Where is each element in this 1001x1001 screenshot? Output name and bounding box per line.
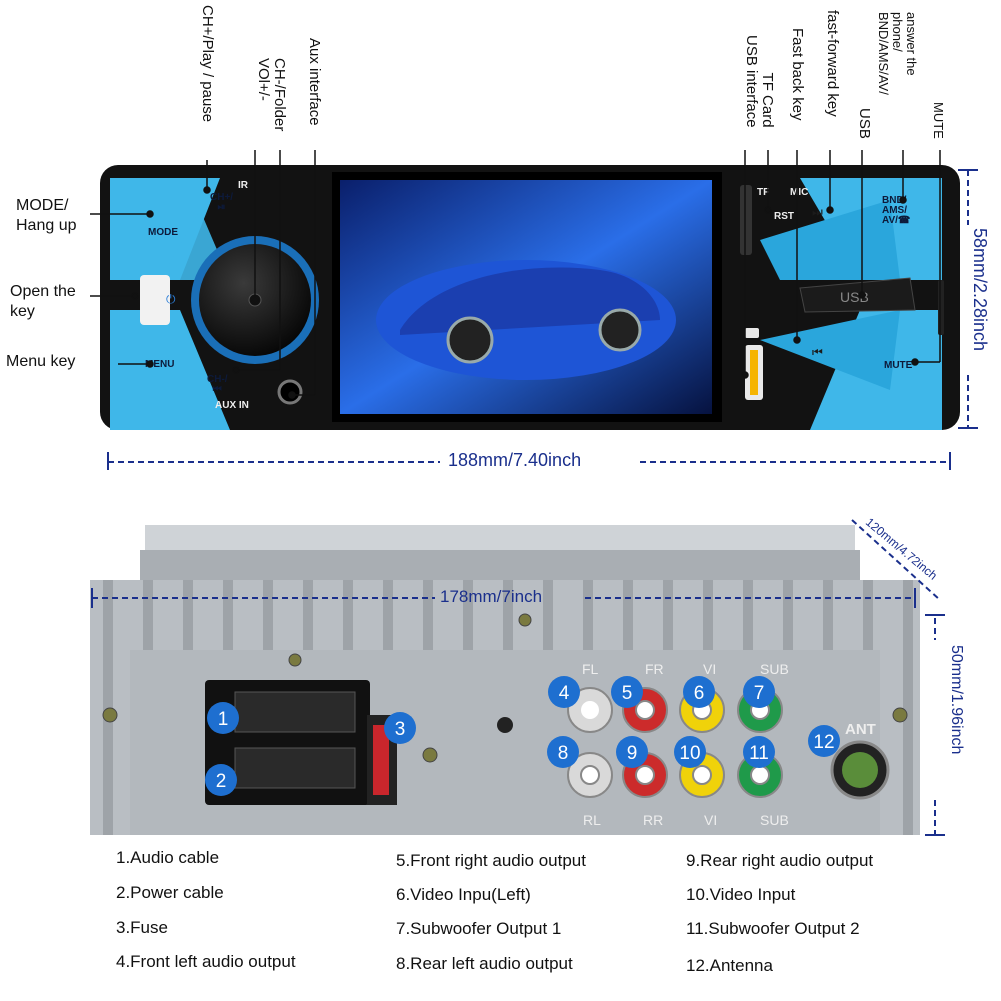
badge-circle-10 [674, 736, 706, 768]
open-key-label: Open the key [10, 283, 76, 320]
badge-circle-11 [743, 736, 775, 768]
badge-circle-3 [384, 712, 416, 744]
badge-number-2: 2 [216, 771, 227, 792]
legend-item-9: 9.Rear right audio output [686, 851, 874, 870]
badge-circle-9 [616, 736, 648, 768]
badge-number-5: 5 [622, 683, 633, 704]
mute-panel-label: MUTE [884, 360, 913, 371]
bnd-panel-label: BND/ AMS/ AV/☎ [882, 195, 911, 226]
badge-circle-5 [611, 676, 643, 708]
rst-panel-label: RST [774, 211, 794, 222]
mode-panel-label: MODE [148, 227, 178, 238]
badge-number-4: 4 [559, 683, 570, 704]
menu-key-label: Menu key [6, 353, 76, 370]
legend-item-11: 11.Subwoofer Output 2 [686, 919, 860, 938]
badge-number-10: 10 [679, 743, 700, 764]
mic-panel-label: MIC [790, 187, 809, 198]
badge-number-12: 12 [813, 732, 834, 753]
front-width-dimension: 188mm/7.40inch [448, 450, 582, 470]
legend-item-7: 7.Subwoofer Output 1 [396, 919, 562, 938]
badge-number-6: 6 [694, 683, 705, 704]
rca-bottom-label-vi: VI [704, 812, 718, 828]
ch-minus-panel-label: CH-/ ⏮ [207, 374, 228, 395]
badge-number-7: 7 [754, 683, 765, 704]
badge-circle-12 [808, 725, 840, 757]
legend-item-8: 8.Rear left audio output [396, 954, 573, 973]
badge-circle-4 [548, 676, 580, 708]
rca-bottom-label-sub: SUB [760, 812, 789, 828]
rca-top-label-sub: SUB [760, 661, 789, 677]
front-callout-lines [90, 150, 978, 470]
aux-in-panel-label: AUX IN [215, 400, 249, 411]
mode-hang-up-label: MODE/ Hang up [16, 197, 77, 234]
badge-circle-7 [743, 676, 775, 708]
badge-number-1: 1 [218, 709, 229, 730]
rear-height-dimension: 50mm/1.96inch [948, 645, 965, 755]
rca-top-label-fr: FR [645, 661, 664, 677]
badge-circle-2 [205, 764, 237, 796]
legend-item-3: 3.Fuse [116, 918, 168, 937]
legend-item-6: 6.Video Inpu(Left) [396, 885, 531, 904]
tf-panel-label: TF [757, 187, 770, 198]
legend-item-4: 4.Front left audio output [116, 952, 296, 971]
rca-top-label-vi: VI [703, 661, 717, 677]
legend-item-5: 5.Front right audio output [396, 851, 586, 870]
rca-bottom-label-rr: RR [643, 812, 664, 828]
rear-panel-illustration [90, 525, 920, 835]
ir-panel-label: IR [238, 180, 248, 191]
menu-panel-label: MENU [145, 359, 175, 370]
badge-number-9: 9 [627, 743, 638, 764]
rear-dimension-lines [91, 519, 945, 836]
badge-circle-1 [207, 702, 239, 734]
legend-item-2: 2.Power cable [116, 883, 224, 902]
badge-number-8: 8 [558, 743, 569, 764]
rca-bottom-label-rl: RL [583, 812, 601, 828]
fast-forward-icon[interactable]: ⏭ [812, 205, 823, 219]
legend-item-10: 10.Video Input [686, 885, 796, 904]
legend-item-12: 12.Antenna [686, 956, 773, 975]
rca-top-label-fl: FL [582, 661, 599, 677]
power-icon[interactable]: ⏻ [166, 292, 176, 306]
badge-number-3: 3 [395, 719, 406, 740]
legend-item-1: 1.Audio cable [116, 848, 220, 867]
badge-number-11: 11 [749, 743, 769, 764]
ch-plus-panel-label: CH+/ ⏯ [210, 192, 234, 213]
badge-circle-6 [683, 676, 715, 708]
fast-back-icon[interactable]: ⏮ [812, 345, 823, 359]
rear-width-dimension: 178mm/7inch [440, 587, 543, 606]
ant-label: ANT [845, 721, 876, 738]
badge-circle-8 [547, 736, 579, 768]
